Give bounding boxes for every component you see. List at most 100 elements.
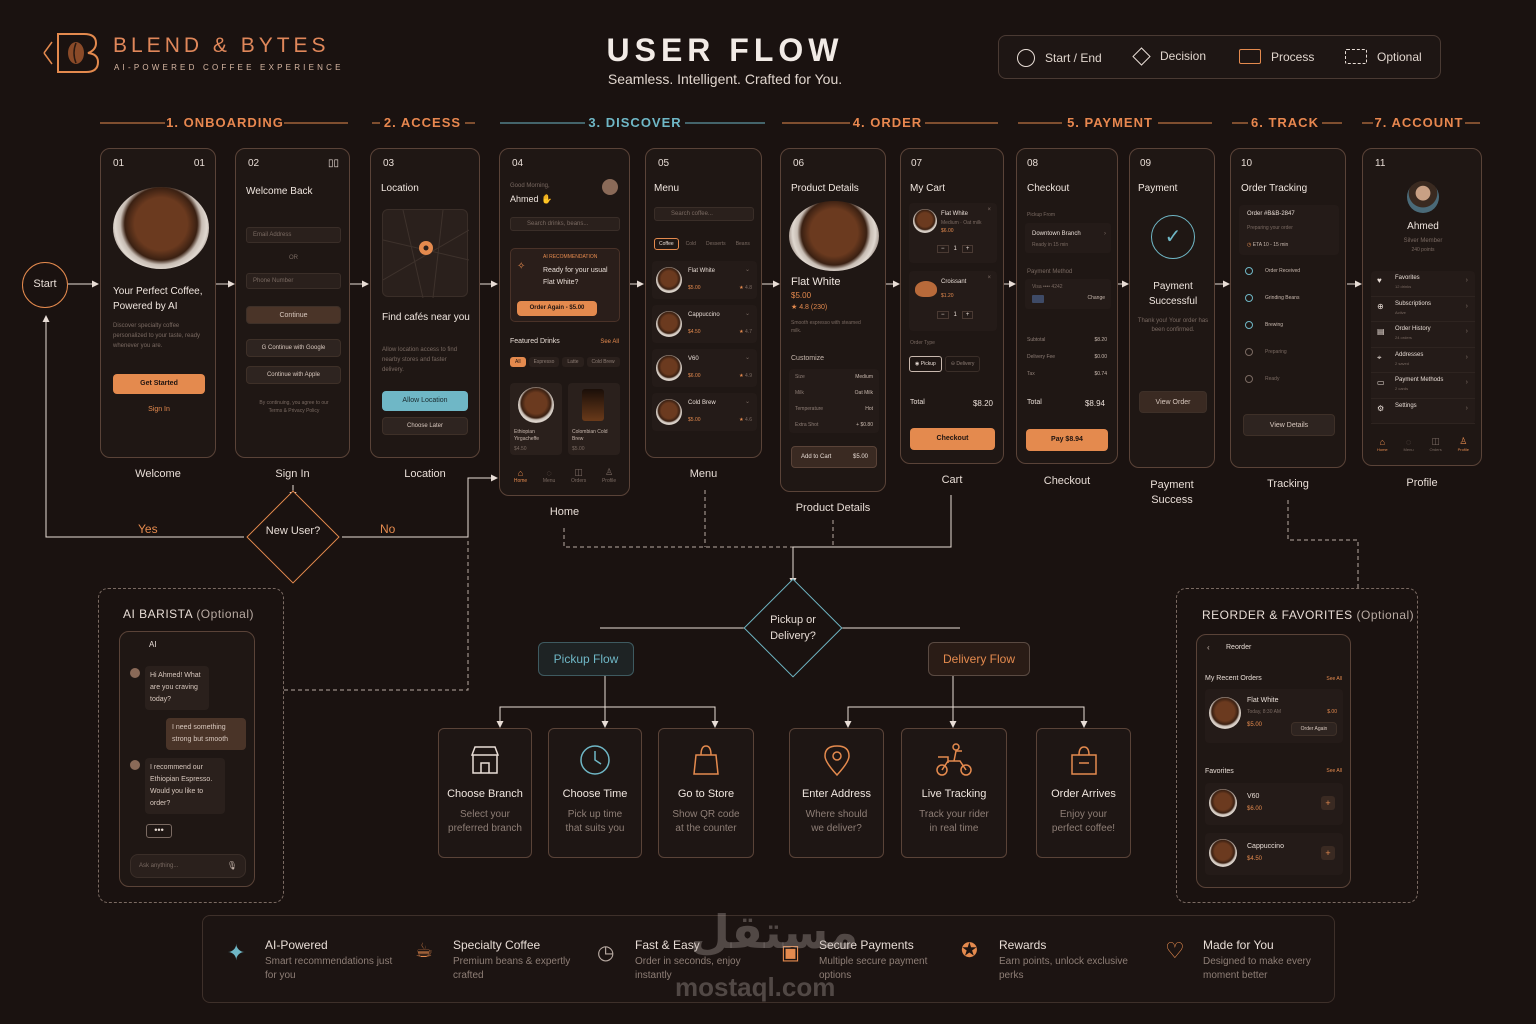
- choose-time-card[interactable]: Choose Time Pick up time that suits you: [548, 728, 642, 858]
- menu-item[interactable]: Flat White$5.00⌄★ 4.8: [652, 261, 757, 299]
- close-icon[interactable]: ×: [987, 207, 991, 213]
- see-all-link[interactable]: See All: [600, 339, 619, 345]
- nav-menu[interactable]: ◌Menu: [543, 468, 556, 484]
- chip-cold[interactable]: Cold: [685, 241, 696, 247]
- nav-profile[interactable]: ♙Profile: [602, 467, 616, 484]
- pay-button[interactable]: Pay $8.94: [1026, 429, 1108, 451]
- back-icon[interactable]: ‹: [1207, 643, 1210, 652]
- nav-home[interactable]: ⌂Home: [1377, 437, 1388, 452]
- avatar[interactable]: [602, 179, 618, 195]
- payment-method-selector[interactable]: Visa •••• 4242 Change: [1025, 279, 1111, 309]
- chip-all[interactable]: All: [510, 357, 526, 367]
- pickup-option[interactable]: ◉ Pickup: [909, 356, 942, 372]
- add-icon[interactable]: +: [1321, 846, 1335, 860]
- nav-orders[interactable]: ◫Orders: [1429, 436, 1441, 452]
- item-name: Cappuccino: [688, 312, 720, 318]
- apple-button[interactable]: Continue with Apple: [246, 366, 341, 384]
- allow-location-button[interactable]: Allow Location: [382, 391, 468, 411]
- shopping-bag-icon: [693, 745, 719, 775]
- minus-icon[interactable]: −: [937, 311, 949, 319]
- chat-input[interactable]: Ask anything...🎙: [130, 854, 246, 878]
- item-price: $5.00: [688, 285, 701, 291]
- ai-recommendation-card[interactable]: ✧ AI RECOMMENDATION Ready for your usual…: [510, 248, 620, 322]
- order-arrives-card[interactable]: Order Arrives Enjoy your perfect coffee!: [1036, 728, 1131, 858]
- item-price: $6.00: [941, 228, 954, 234]
- plus-icon[interactable]: +: [961, 311, 974, 319]
- chevron-down-icon[interactable]: ⌄: [744, 267, 750, 273]
- nav-orders[interactable]: ◫Orders: [571, 467, 586, 484]
- order-status: Preparing your order: [1247, 225, 1293, 231]
- quantity-stepper[interactable]: −1+: [937, 311, 974, 319]
- google-icon: G: [261, 345, 268, 351]
- close-icon[interactable]: ×: [987, 275, 991, 281]
- add-to-cart-button[interactable]: Add to Cart $5.00: [791, 446, 877, 468]
- menu-item[interactable]: Cold Brew$5.00⌄★ 4.6: [652, 393, 757, 431]
- minus-icon[interactable]: −: [937, 245, 949, 253]
- enter-address-card[interactable]: Enter Address Where should we deliver?: [789, 728, 884, 858]
- choose-branch-card[interactable]: Choose Branch Select your preferred bran…: [438, 728, 532, 858]
- branch-selector[interactable]: Downtown Branch Ready in 15 min ›: [1025, 223, 1111, 253]
- live-tracking-card[interactable]: Live Tracking Track your rider in real t…: [901, 728, 1007, 858]
- sign-in-link[interactable]: Sign In: [148, 406, 170, 413]
- legend-process: Process: [1239, 49, 1314, 64]
- chip-desserts[interactable]: Desserts: [705, 241, 726, 247]
- change-link[interactable]: Change: [1087, 295, 1105, 301]
- see-all-link[interactable]: See All: [1326, 676, 1342, 682]
- chat-message-ai: Hi Ahmed! What are you craving today?: [145, 666, 209, 710]
- search-input[interactable]: Search drinks, beans...: [510, 217, 620, 231]
- phone-field[interactable]: Phone Number: [246, 273, 341, 289]
- view-details-button[interactable]: View Details: [1243, 414, 1335, 436]
- checkout-button[interactable]: Checkout: [910, 428, 995, 450]
- drink-card[interactable]: Ethiopian Yirgacheffe $4.50: [510, 383, 562, 455]
- view-order-button[interactable]: View Order: [1139, 391, 1207, 413]
- choose-later-button[interactable]: Choose Later: [382, 417, 468, 435]
- chevron-down-icon[interactable]: ⌄: [744, 399, 750, 405]
- cold-brew-image: [582, 389, 604, 421]
- get-started-button[interactable]: Get Started: [113, 374, 205, 394]
- feature-title: Fast & Easy: [635, 938, 700, 952]
- email-field[interactable]: Email Address: [246, 227, 341, 243]
- quantity-stepper[interactable]: −1+: [937, 245, 974, 253]
- microphone-icon[interactable]: 🎙: [226, 861, 237, 870]
- chevron-down-icon[interactable]: ⌄: [744, 311, 750, 317]
- chip-cold-brew[interactable]: Cold Brew: [586, 357, 620, 367]
- google-button[interactable]: G Continue with Google: [246, 339, 341, 357]
- chip-beans[interactable]: Beans: [735, 241, 750, 247]
- profile-menu-item[interactable]: ⚙Settings›: [1371, 399, 1475, 424]
- star-icon: ★: [739, 329, 746, 335]
- search-input[interactable]: Search coffee...: [654, 207, 754, 221]
- menu-item[interactable]: Cappuccino$4.50⌄★ 4.7: [652, 305, 757, 343]
- nav-home[interactable]: ⌂Home: [514, 468, 527, 484]
- chevron-down-icon[interactable]: ⌄: [744, 355, 750, 361]
- chip-latte[interactable]: Latte: [562, 357, 584, 367]
- chat-message-user: I need something strong but smooth: [166, 718, 246, 750]
- plus-icon[interactable]: +: [961, 245, 974, 253]
- delivery-option[interactable]: ⊖ Delivery: [944, 356, 981, 372]
- card-title: Order Arrives: [1051, 788, 1116, 800]
- order-type-toggle: ◉ Pickup ⊖ Delivery: [909, 356, 981, 372]
- checkout-title: Checkout: [1027, 183, 1070, 194]
- menu-item[interactable]: V60$6.00⌄★ 4.9: [652, 349, 757, 387]
- order-again-button[interactable]: Order Again - $5.00: [517, 301, 597, 316]
- see-all-link[interactable]: See All: [1326, 768, 1342, 774]
- customize-option[interactable]: Extra Shot+ $0.80: [789, 417, 879, 433]
- drink-card[interactable]: Colombian Cold Brew $5.00: [568, 383, 620, 455]
- nav-menu[interactable]: ◌Menu: [1404, 437, 1414, 452]
- add-icon[interactable]: +: [1321, 796, 1335, 810]
- avatar[interactable]: [1407, 181, 1439, 213]
- order-again-button[interactable]: Order Again: [1291, 722, 1337, 736]
- continue-button[interactable]: Continue: [246, 306, 341, 324]
- welcome-body: Discover specialty coffee personalized t…: [113, 323, 201, 349]
- chip-espresso[interactable]: Espresso: [528, 357, 560, 367]
- chip-coffee[interactable]: Coffee: [654, 238, 679, 250]
- nav-profile[interactable]: ♙Profile: [1458, 436, 1469, 452]
- go-to-store-card[interactable]: Go to Store Show QR code at the counter: [658, 728, 754, 858]
